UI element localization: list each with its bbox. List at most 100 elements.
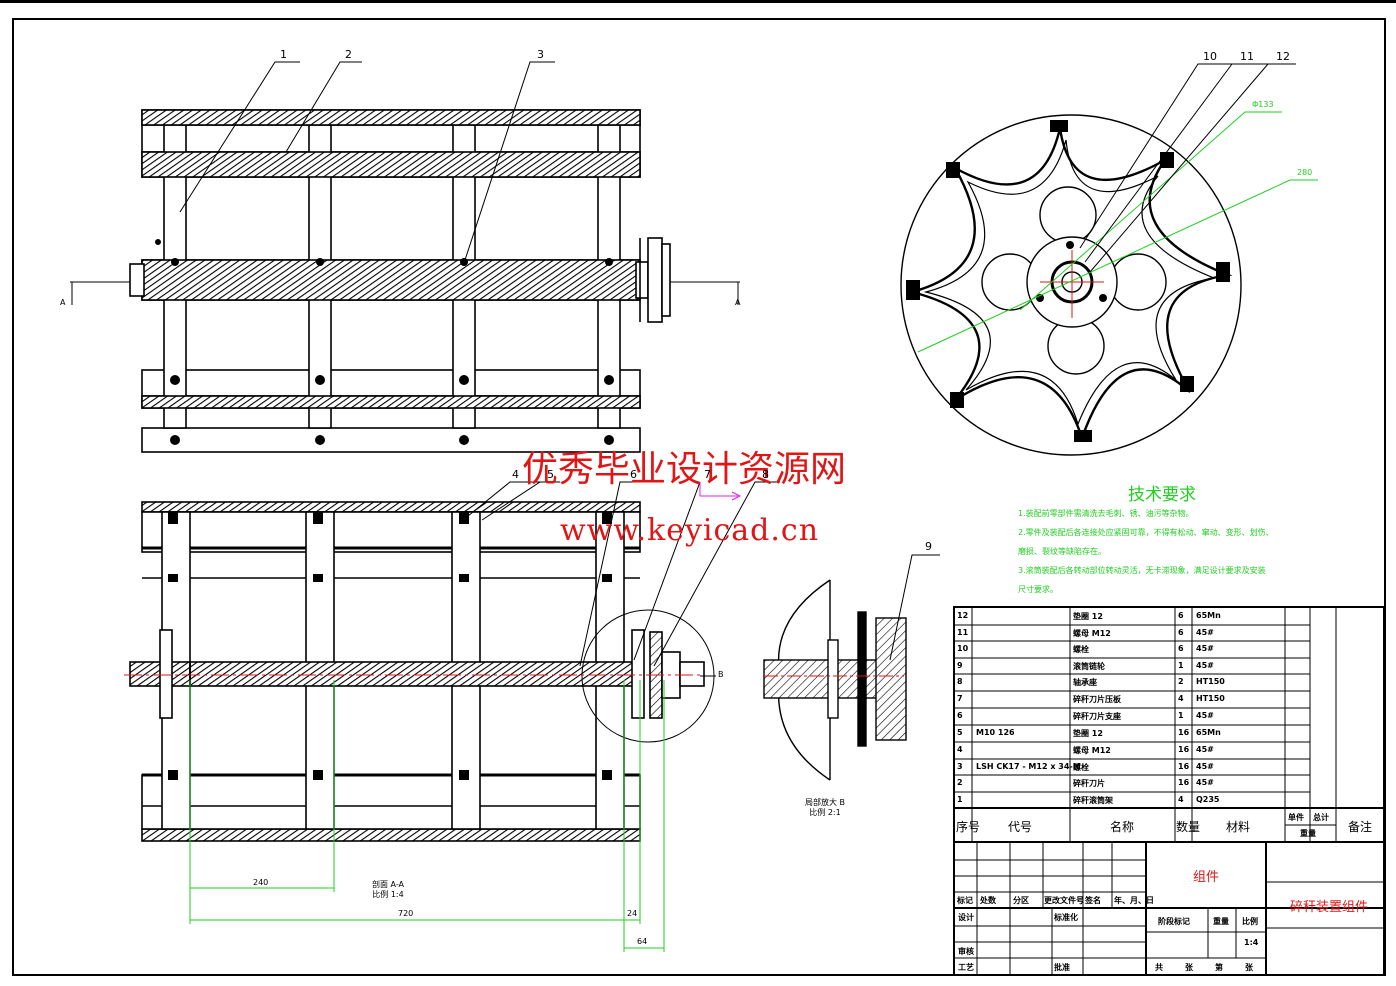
bom-cell-qty: 6	[1178, 611, 1184, 620]
bom-cell-mat: HT150	[1196, 677, 1225, 686]
watermark-url: www.keyicad.cn	[560, 513, 820, 548]
balloon-12: 12	[1276, 50, 1290, 63]
tech-req-line: 1.装配前零部件需清洗去毛刺、锈、油污等杂物。	[1018, 509, 1194, 518]
dim-d-outer: 280	[1297, 168, 1313, 177]
section-b-label: 局部放大 B 比例 2:1	[805, 798, 845, 818]
bom-cell-qty: 1	[1178, 661, 1184, 670]
bom-cell-no: 5	[957, 728, 963, 737]
section-aa-title: 剖面 A-A	[372, 880, 405, 889]
section-mark-a-right: A	[735, 298, 741, 307]
bom-cell-qty: 4	[1178, 694, 1184, 703]
section-mark-b: B	[718, 670, 724, 679]
tb-approve: 批准	[1054, 963, 1070, 972]
bom-cell-mat: 45#	[1196, 745, 1214, 754]
bom-cell-mat: 45#	[1196, 628, 1214, 637]
bom-cell-no: 1	[957, 795, 963, 804]
bom-cell-no: 3	[957, 762, 963, 771]
bom-cell-name: 螺母 M12	[1073, 746, 1111, 755]
bom-cell-name: 碎秆刀片	[1073, 779, 1105, 788]
revision-col-label: 处数	[980, 896, 996, 905]
leaders-top	[179, 61, 555, 261]
bom-cell-name: 碎秆刀片支座	[1073, 712, 1121, 721]
tb-sheet-4: 张	[1245, 963, 1253, 972]
tb-scale: 比例	[1242, 917, 1258, 926]
bom-cell-name: 轴承座	[1073, 678, 1097, 687]
tb-scale-value: 1:4	[1244, 938, 1259, 947]
bom-cell-name: 垫圈 12	[1073, 729, 1103, 738]
bom-cell-mat: Q235	[1196, 795, 1220, 804]
bom-cell-qty: 16	[1178, 778, 1190, 787]
bom-cell-qty: 1	[1178, 711, 1184, 720]
tb-sheet-3: 第	[1215, 963, 1223, 972]
bom-cell-no: 11	[957, 628, 969, 637]
tb-design: 设计	[958, 913, 974, 922]
bom-cell-mat: 45#	[1196, 711, 1214, 720]
revision-col-label: 更改文件号	[1044, 896, 1084, 905]
plain-bar-3	[141, 427, 641, 453]
bom-cell-no: 4	[957, 745, 963, 754]
bom-cell-no: 10	[957, 644, 969, 653]
bom-cell-no: 12	[957, 611, 969, 620]
bom-cell-mat: 65Mn	[1196, 728, 1221, 737]
detail-b-view	[763, 554, 940, 781]
section-mark-a-left: A	[60, 298, 66, 307]
bom-cell-mat: 45#	[1196, 644, 1214, 653]
section-b-scale: 比例 2:1	[809, 808, 841, 817]
bom-cell-no: 7	[957, 694, 963, 703]
bom-cell-qty: 16	[1178, 762, 1190, 771]
bom-header-total: 总计	[1313, 813, 1329, 822]
bom-header-weight: 重量	[1300, 829, 1316, 838]
bom-cell-no: 8	[957, 677, 963, 686]
revision-col-label: 签名	[1085, 896, 1101, 905]
revision-col-label: 分区	[1013, 896, 1029, 905]
balloon-5: 5	[547, 468, 554, 481]
section-aa-view	[129, 501, 715, 842]
bom-header-seq: 序号	[956, 820, 981, 834]
balloon-3: 3	[537, 48, 544, 61]
dim-24: 24	[627, 909, 638, 918]
bom-cell-mat: HT150	[1196, 694, 1225, 703]
tech-req-line: 3.滚筒装配后各转动部位转动灵活，无卡滞现象，满足设计要求及安装	[1018, 566, 1266, 575]
bom-cell-name: 螺栓	[1073, 763, 1089, 772]
bom-cell-name: 滚筒链轮	[1073, 662, 1105, 671]
watermark-title: 优秀毕业设计资源网	[522, 449, 847, 490]
tb-stage: 阶段标记	[1158, 917, 1190, 926]
bom-cell-name: 垫圈 12	[1073, 612, 1103, 621]
bom-cell-qty: 16	[1178, 728, 1190, 737]
bom-cell-no: 6	[957, 711, 963, 720]
bom-cell-qty: 6	[1178, 644, 1184, 653]
bom-cell-no: 9	[957, 661, 963, 670]
outer-hatch-bottom	[141, 828, 641, 842]
balloon-9: 9	[925, 540, 932, 553]
balloon-8: 8	[762, 468, 769, 481]
tech-req-line: 2.零件及装配后各连接处应紧固可靠，不得有松动、窜动、变形、划伤、	[1018, 528, 1274, 537]
tb-process: 工艺	[958, 963, 974, 972]
balloon-4: 4	[512, 468, 519, 481]
section-aa-label: 剖面 A-A 比例 1:4	[372, 880, 404, 900]
bom-cell-mat: 65Mn	[1196, 611, 1221, 620]
title-drawing-name: 碎秆装置组件	[1290, 900, 1369, 915]
bom-header-mat: 材料	[1226, 820, 1251, 834]
bom-table	[953, 606, 1385, 976]
plain-bar-1	[141, 124, 641, 153]
dim-overall: 720	[398, 909, 414, 918]
bom-cell-qty: 6	[1178, 628, 1184, 637]
dim-d-inner: Φ133	[1252, 100, 1274, 109]
tech-req-title: 技术要求	[1128, 485, 1196, 505]
bom-cell-name: 碎秆滚筒架	[1073, 796, 1113, 805]
dimensions	[189, 680, 665, 952]
balloon-11: 11	[1240, 50, 1254, 63]
section-b-title: 局部放大 B	[805, 798, 846, 807]
tech-req-line: 尺寸要求。	[1018, 585, 1058, 594]
tech-req-notes: 1.装配前零部件需清洗去毛刺、锈、油污等杂物。 2.零件及装配后各连接处应紧固可…	[1018, 504, 1323, 599]
bom-cell-mat: 45#	[1196, 762, 1214, 771]
tb-weight: 重量	[1213, 917, 1229, 926]
balloon-10: 10	[1203, 50, 1217, 63]
bom-cell-qty: 2	[1178, 677, 1184, 686]
tb-sheet-1: 共	[1155, 963, 1163, 972]
plain-bar-2	[141, 369, 641, 397]
title-assembly: 组件	[1193, 870, 1220, 885]
tech-req-line: 磨损、裂纹等缺陷存在。	[1018, 547, 1106, 556]
tb-sheet-2: 张	[1185, 963, 1193, 972]
front-view	[70, 109, 740, 453]
